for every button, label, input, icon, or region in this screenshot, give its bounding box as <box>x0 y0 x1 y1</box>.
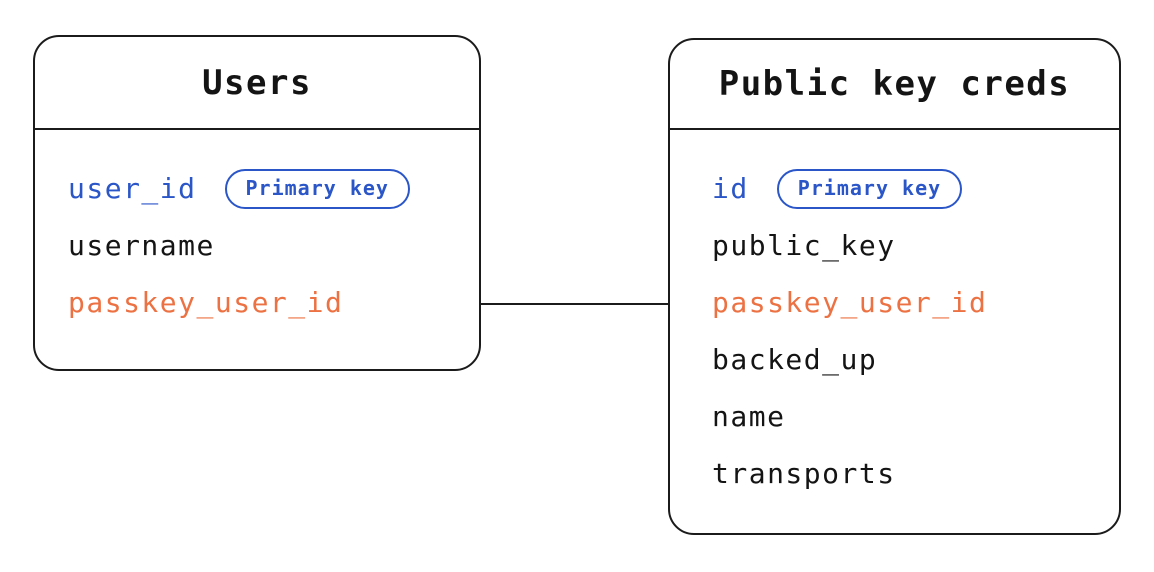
field-name-id: id <box>712 172 749 205</box>
field-name-public-key: public_key <box>712 229 896 262</box>
users-table-body: user_id Primary key username passkey_use… <box>35 130 479 331</box>
table-row: username <box>68 217 479 274</box>
field-name-passkey-user-id: passkey_user_id <box>712 286 988 319</box>
field-name-transports: transports <box>712 457 896 490</box>
public-key-creds-table-body: id Primary key public_key passkey_user_i… <box>670 130 1119 502</box>
table-row: public_key <box>712 217 1119 274</box>
field-name-passkey-user-id: passkey_user_id <box>68 286 344 319</box>
users-table-title: Users <box>202 62 312 103</box>
primary-key-badge: Primary key <box>776 168 963 209</box>
table-row: user_id Primary key <box>68 160 479 217</box>
relationship-line <box>481 303 668 305</box>
table-row: passkey_user_id <box>712 274 1119 331</box>
table-row: transports <box>712 445 1119 502</box>
table-row: id Primary key <box>712 160 1119 217</box>
field-name-user-id: user_id <box>68 172 197 205</box>
field-name-backed-up: backed_up <box>712 343 878 376</box>
table-row: passkey_user_id <box>68 274 479 331</box>
field-name-username: username <box>68 229 215 262</box>
public-key-creds-table: Public key creds id Primary key public_k… <box>668 38 1121 535</box>
field-name-name: name <box>712 400 786 433</box>
primary-key-badge: Primary key <box>224 168 410 209</box>
users-table: Users user_id Primary key username passk… <box>33 35 481 371</box>
public-key-creds-table-header: Public key creds <box>670 40 1119 130</box>
public-key-creds-table-title: Public key creds <box>718 64 1071 104</box>
users-table-header: Users <box>35 37 479 130</box>
table-row: backed_up <box>712 331 1119 388</box>
table-row: name <box>712 388 1119 445</box>
